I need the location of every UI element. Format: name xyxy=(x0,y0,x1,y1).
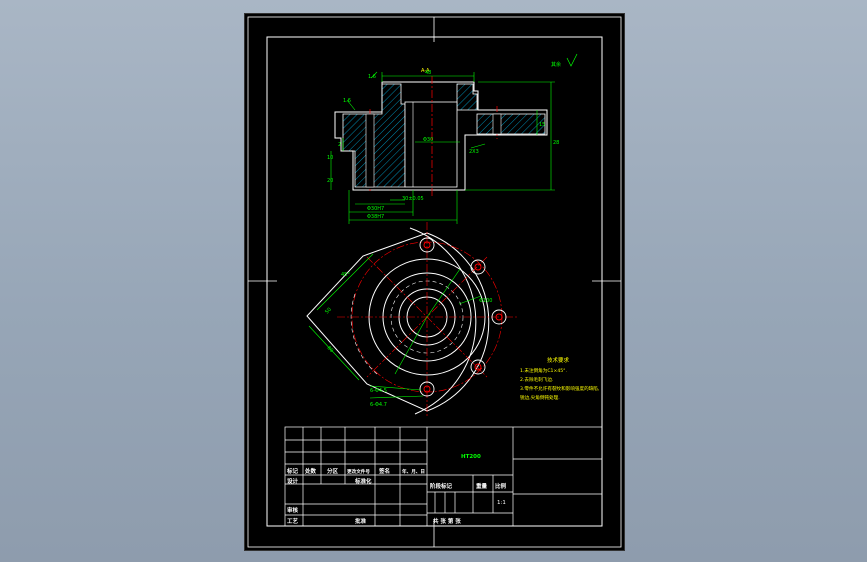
tech-notes: 技术要求 1.未注倒角为C1×45°. 2.去除毛刺飞边. 3.零件不允许有裂纹… xyxy=(520,356,600,401)
section-title: A-A xyxy=(421,68,430,74)
col-date: 年、月、日 xyxy=(402,468,425,475)
dim-holes-2: 6-Φ4.7 xyxy=(370,402,387,408)
dim-h4: 28 xyxy=(553,140,559,146)
col-zone: 分区 xyxy=(327,467,339,475)
dim-bore-mid: Φ30 xyxy=(423,137,433,143)
tech-note-1: 1.未注倒角为C1×45°. xyxy=(520,367,567,374)
leader-hole xyxy=(470,143,486,149)
dim-step: 30±0.05 xyxy=(402,196,424,202)
row-design: 设计 xyxy=(287,477,299,485)
hole-1 xyxy=(365,113,375,188)
dim-holes-1: 6-Φ4.5 xyxy=(370,388,387,394)
scale-value: 1:1 xyxy=(497,500,506,506)
section-view: A-A 48 1.6 1.6 Φ30 2X3 30±0.05 Φ30H7 Φ38… xyxy=(327,53,578,224)
tech-note-2: 2.去除毛刺飞边. xyxy=(520,376,553,383)
col-doc: 更改文件号 xyxy=(347,468,370,475)
dim-bolt-circle: Φ100 xyxy=(479,298,492,304)
bolt-hole-1-inner xyxy=(423,241,431,249)
roughness-symbol xyxy=(566,53,578,67)
section-outline xyxy=(334,81,548,191)
outer-frame xyxy=(247,16,622,548)
dim-h3: 20 xyxy=(327,178,333,184)
col-mark: 标记 xyxy=(286,467,299,475)
tech-note-3: 3.零件不允许有裂纹和影响强度的缺陷, xyxy=(520,385,600,392)
tech-note-4: 锐边,尖角倒钝处理. xyxy=(520,394,560,401)
dim-flat-2-label: 80 xyxy=(326,345,335,354)
dim-hole: 2X3 xyxy=(469,149,479,155)
bolt-holes xyxy=(419,237,507,397)
stage-scale: 比例 xyxy=(495,482,507,490)
roughness-note: 其余 xyxy=(551,61,561,68)
dim-top-width: 48 xyxy=(425,70,431,76)
sheets-label: 共 张 第 张 xyxy=(433,517,461,525)
dim-dia-1: Φ30H7 xyxy=(367,206,384,212)
flange-outline xyxy=(306,232,490,412)
leader-chamfer-2 xyxy=(346,99,356,111)
dim-radius xyxy=(426,268,461,318)
bolt-hole-5 xyxy=(419,381,435,397)
cad-drawing: A-A 48 1.6 1.6 Φ30 2X3 30±0.05 Φ30H7 Φ38… xyxy=(247,16,622,548)
dim-chamfer-left: 1.6 xyxy=(343,98,351,104)
dim-flat-2 xyxy=(308,325,360,381)
bolt-hole-4 xyxy=(470,359,486,375)
dim-h1: 15 xyxy=(539,122,545,128)
dim-flat-1-label: 50 xyxy=(324,307,333,316)
dim-flat-1 xyxy=(316,253,374,311)
leader-holes-1 xyxy=(369,385,422,391)
leader-bolt-circle xyxy=(458,295,482,305)
title-block xyxy=(284,426,603,527)
row-approve: 批准 xyxy=(355,517,367,525)
dim-h2: 10 xyxy=(327,155,333,161)
bolt-hole-2-inner xyxy=(474,263,482,271)
leader-holes-2 xyxy=(369,395,424,399)
bolt-hole-3 xyxy=(491,309,507,325)
bore xyxy=(404,101,458,188)
bolt-hole-1 xyxy=(419,237,435,253)
bolt-hole-5-inner xyxy=(423,385,431,393)
dim-chamfer-top: 1.6 xyxy=(368,74,376,80)
drawing-sheet: A-A 48 1.6 1.6 Φ30 2X3 30±0.05 Φ30H7 Φ38… xyxy=(244,13,625,551)
hole-2 xyxy=(492,113,502,135)
row-review: 审核 xyxy=(287,506,299,514)
part-name: HT200 xyxy=(461,454,481,460)
plan-view: 6-Φ4.5 6-Φ4.7 Φ100 50 80 45° xyxy=(306,222,519,416)
dim-h5: 2 xyxy=(338,142,341,148)
stage-mark: 阶段标记 xyxy=(430,482,453,490)
bolt-hole-4-inner xyxy=(474,363,482,371)
dim-angle-label: 45° xyxy=(341,272,350,278)
bolt-hole-2 xyxy=(470,259,486,275)
flange-arc xyxy=(409,227,477,415)
hatch-flange xyxy=(476,113,546,135)
leader-chamfer xyxy=(370,71,378,79)
dim-radius-2 xyxy=(394,316,428,375)
title-block-frame xyxy=(284,426,603,527)
row-standardize: 标准化 xyxy=(354,477,372,485)
col-count: 处数 xyxy=(304,467,317,475)
col-sign: 签名 xyxy=(378,467,390,475)
tech-notes-title: 技术要求 xyxy=(547,356,570,364)
dim-dia-2: Φ38H7 xyxy=(367,214,384,220)
row-process: 工艺 xyxy=(287,517,299,525)
bolt-hole-3-inner xyxy=(495,313,503,321)
hidden-arc xyxy=(350,293,378,375)
stage-weight: 重量 xyxy=(476,482,488,490)
